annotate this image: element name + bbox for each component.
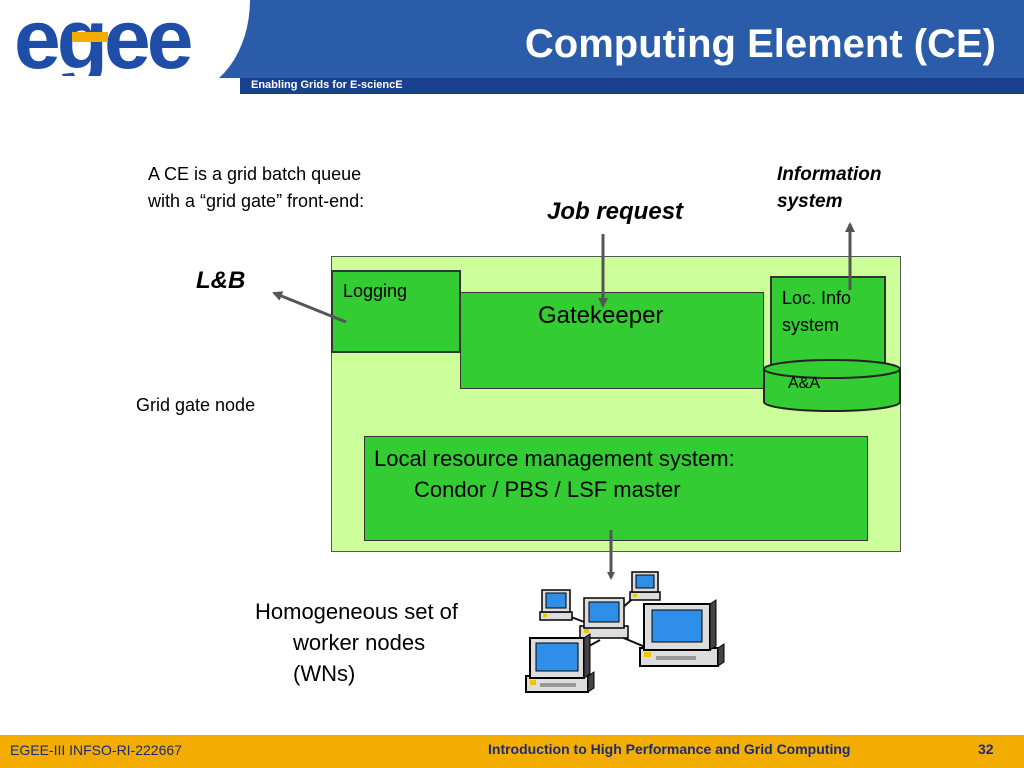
lb-label: L&B (196, 267, 246, 294)
loc-info-label-line-2: system (782, 315, 840, 335)
gatekeeper-box (460, 292, 764, 389)
information-system-label-line-2: system (777, 191, 843, 212)
worker-nodes-label-line-1: Homogeneous set of (255, 599, 459, 624)
tagline: Enabling Grids for E-sciencE (251, 79, 403, 91)
logging-box (331, 270, 461, 353)
ce-description-line-1: A CE is a grid batch queue (148, 164, 362, 184)
footer-course-title: Introduction to High Performance and Gri… (488, 741, 851, 757)
worker-node-computer-2 (629, 571, 661, 601)
egee-logo-text: egee (14, 6, 191, 76)
lrms-box (364, 436, 868, 541)
logging-label: Logging (343, 281, 408, 301)
aa-cylinder (763, 359, 901, 412)
worker-node-computer-1 (539, 589, 573, 621)
loc-info-system-box (770, 276, 886, 372)
loc-info-label-line-1: Loc. Info (782, 288, 852, 308)
worker-node-computer-4 (639, 599, 725, 667)
page-number: 32 (978, 741, 994, 757)
footer-project-id: EGEE-III INFSO-RI-222667 (10, 742, 182, 758)
logo-background (0, 0, 250, 94)
worker-nodes-label-line-3: (WNs) (293, 661, 356, 686)
ce-description-line-2: with a “grid gate” front-end: (148, 191, 365, 211)
aa-label: A&A (788, 375, 821, 392)
egee-logo: egee (14, 0, 239, 86)
footer-bar (0, 735, 1024, 768)
worker-nodes-label-line-2: worker nodes (293, 630, 426, 655)
information-system-label-line-1: Information (777, 164, 882, 185)
gatekeeper-label: Gatekeeper (538, 302, 664, 329)
worker-node-computer-3 (579, 597, 629, 639)
lb-arrow (272, 291, 347, 324)
tagline-bar (240, 78, 1024, 94)
job-request-label: Job request (547, 198, 684, 225)
grid-gate-node-label: Grid gate node (136, 395, 256, 415)
lrms-label-line-1: Local resource management system: (374, 446, 735, 471)
page-title: Computing Element (CE) (524, 22, 996, 66)
worker-node-computer-5 (525, 633, 595, 693)
lrms-label-line-2: Condor / PBS / LSF master (414, 477, 681, 502)
